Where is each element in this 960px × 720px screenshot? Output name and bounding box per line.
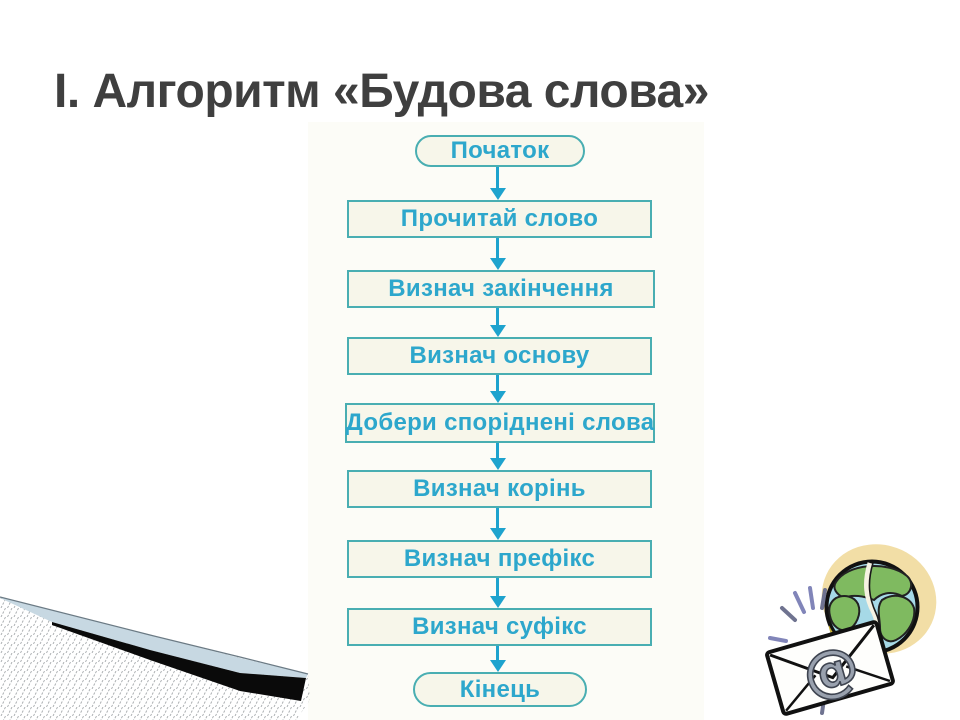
email-clipart: @ [765,544,937,716]
arrow-down-connector [489,508,507,540]
arrow-down-connector [489,646,507,672]
arrow-down-connector [489,443,507,470]
flowchart-node-end: Кінець [413,672,587,707]
flowchart-node-step7: Визнач суфікс [347,608,652,646]
flowchart-node-step4: Добери споріднені слова [345,403,655,443]
arrow-down-connector [489,578,507,608]
flowchart-node-start: Початок [415,135,585,167]
page-title: І. Алгоритм «Будова слова» [54,65,709,118]
black-wedge [52,622,306,701]
arrow-down-connector [489,375,507,403]
arrow-down-connector [489,238,507,270]
flowchart-node-step2: Визнач закінчення [347,270,655,308]
arrow-down-connector [489,308,507,337]
flowchart-node-step1: Прочитай слово [347,200,652,238]
envelope-icon: @ [765,620,895,716]
swoosh-top-line [0,596,309,675]
arrow-down-connector [489,167,507,200]
flowchart-node-step5: Визнач корінь [347,470,652,508]
lightblue-band [0,597,308,678]
flowchart-node-step6: Визнач префікс [347,540,652,578]
corner-swoosh-decoration [0,596,310,720]
flowchart-node-step3: Визнач основу [347,337,652,375]
